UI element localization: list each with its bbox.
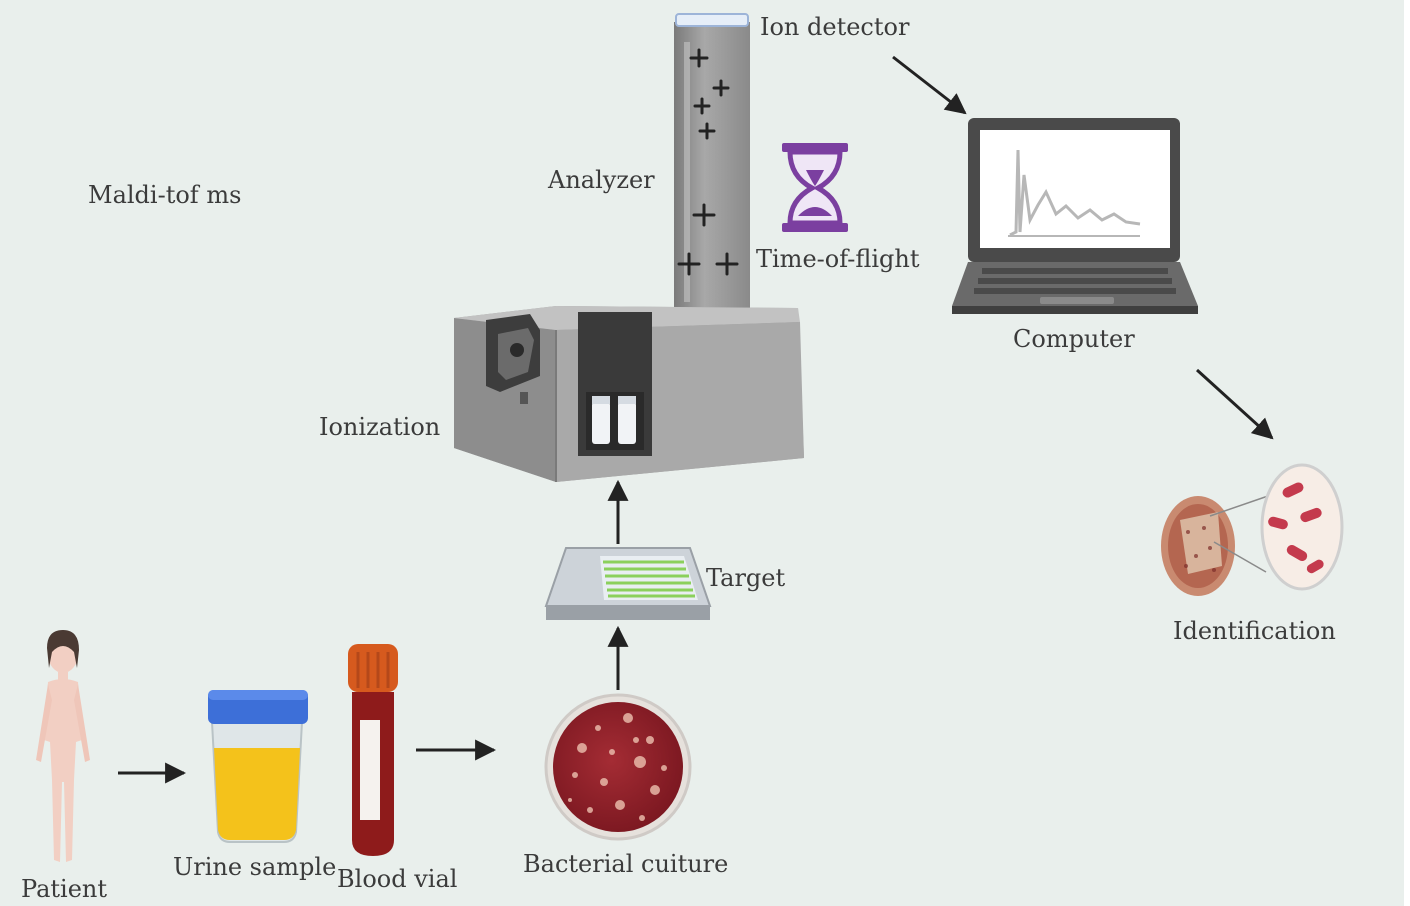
target-label: Target xyxy=(706,564,786,592)
maldi-title-label: Maldi-tof ms xyxy=(88,181,242,209)
urine-cup-icon xyxy=(208,690,308,843)
bacterial-culture-label: Bacterial cuiture xyxy=(523,850,729,878)
arrow-computer-to-identification xyxy=(1195,368,1274,440)
maldi-instrument-icon xyxy=(454,306,804,482)
blood-vial-icon xyxy=(348,644,398,856)
petri-dish-icon xyxy=(544,693,692,841)
urine-sample-label: Urine sample xyxy=(173,853,337,881)
flight-tube-icon xyxy=(674,13,750,310)
identification-label: Identification xyxy=(1173,617,1336,645)
hourglass-icon xyxy=(782,143,848,232)
ion-detector-label: Ion detector xyxy=(760,13,910,41)
patient-figure-icon xyxy=(36,630,90,862)
arrow-detector-to-computer xyxy=(892,55,967,115)
target-plate-icon xyxy=(544,547,712,620)
blood-vial-label: Blood vial xyxy=(337,865,458,893)
bacteria-identification-icon xyxy=(1161,463,1344,596)
patient-label: Patient xyxy=(21,875,108,903)
analyzer-label: Analyzer xyxy=(548,166,655,194)
ionization-label: Ionization xyxy=(319,413,441,441)
laptop-icon xyxy=(952,118,1198,314)
time-of-flight-label: Time-of-flight xyxy=(756,245,920,273)
computer-label: Computer xyxy=(1013,325,1135,353)
